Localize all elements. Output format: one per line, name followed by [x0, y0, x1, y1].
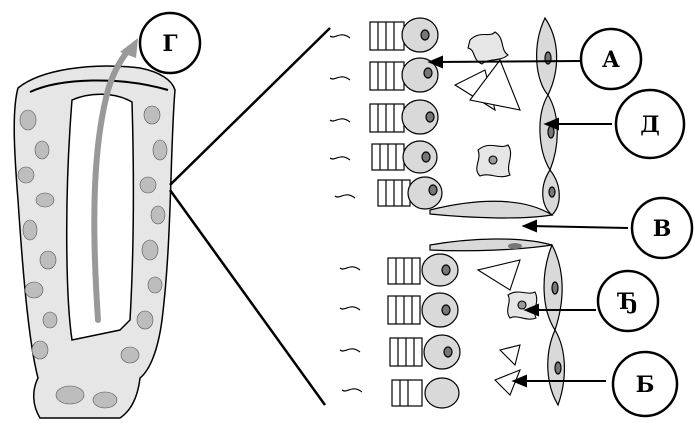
choanocyte: [340, 293, 458, 327]
choanocyte: [340, 254, 458, 286]
label-v: В: [632, 198, 692, 258]
choanocyte: [330, 141, 437, 173]
svg-text:Д: Д: [640, 112, 660, 138]
sponge-body: [14, 38, 175, 418]
choanocyte: [330, 18, 438, 52]
label-g: Г: [140, 13, 200, 73]
label-b: Б: [613, 352, 677, 416]
choanocyte: [335, 177, 442, 209]
choanocyte: [330, 58, 438, 92]
zoom-line-bottom: [170, 190, 325, 405]
choanocyte: [330, 100, 438, 134]
svg-text:Б: Б: [636, 372, 655, 398]
svg-text:А: А: [602, 47, 620, 73]
label-a: А: [581, 29, 641, 89]
svg-text:Ђ: Ђ: [616, 289, 638, 315]
label-d: Д: [616, 90, 684, 158]
svg-text:В: В: [653, 216, 672, 242]
choanocyte: [342, 378, 459, 408]
label-dj: Ђ: [598, 271, 658, 331]
svg-text:Г: Г: [162, 31, 177, 57]
choanocyte: [340, 335, 460, 369]
wall-section: [330, 18, 564, 408]
